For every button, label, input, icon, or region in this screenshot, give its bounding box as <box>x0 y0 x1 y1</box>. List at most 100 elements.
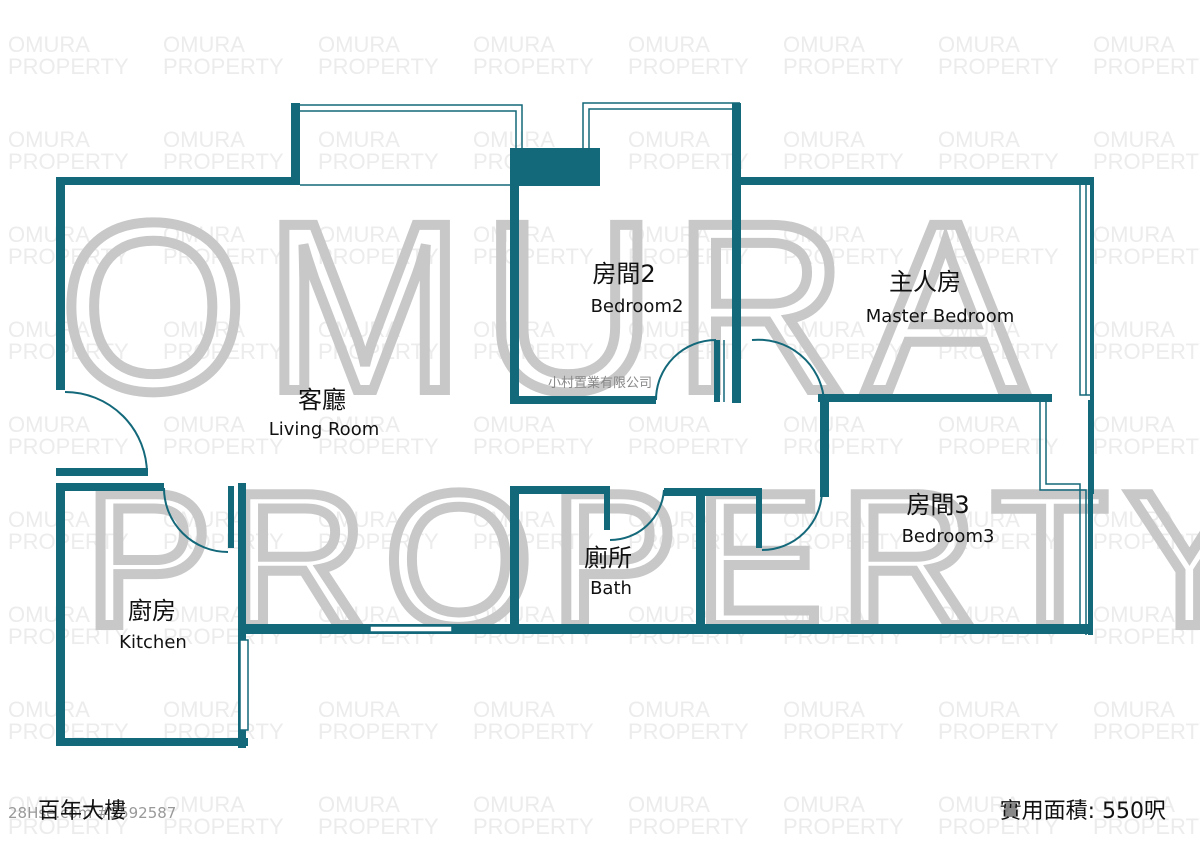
watermark-tile-line1: OMURA <box>938 602 1020 627</box>
watermark-tile-line1: OMURA <box>473 697 555 722</box>
watermark-tile-line2: PROPERTY <box>628 54 749 79</box>
watermark-tile-line2: PROPERTY <box>473 719 594 744</box>
watermark-tile-line2: PROPERTY <box>318 814 439 839</box>
watermark-tile-line1: OMURA <box>628 32 710 57</box>
watermark-tile-line1: OMURA <box>783 792 865 817</box>
watermark-tile-line1: OMURA <box>163 317 245 342</box>
watermark-tile-line1: OMURA <box>8 32 90 57</box>
watermark-tile-line2: PROPERTY <box>8 434 129 459</box>
watermark-tile-line1: OMURA <box>1093 32 1175 57</box>
watermark-tile-line1: OMURA <box>8 317 90 342</box>
watermark-tile-line1: OMURA <box>628 792 710 817</box>
watermark-tile-line2: PROPERTY <box>938 434 1059 459</box>
watermark-tile-line2: PROPERTY <box>938 529 1059 554</box>
watermark-tile-line2: PROPERTY <box>8 244 129 269</box>
watermark-tile-line1: OMURA <box>1093 222 1175 247</box>
watermark-tile-line2: PROPERTY <box>938 719 1059 744</box>
watermark-tile-line2: PROPERTY <box>1093 814 1200 839</box>
big-watermark-line2: PROPERTY <box>85 454 1200 666</box>
watermark-tile-line2: PROPERTY <box>1093 339 1200 364</box>
watermark-tile-line1: OMURA <box>8 127 90 152</box>
watermark-tile-line1: OMURA <box>8 792 90 817</box>
watermark-tile-line1: OMURA <box>783 222 865 247</box>
watermark-tile-line1: OMURA <box>938 32 1020 57</box>
bath-label-zh: 廁所 <box>584 544 632 572</box>
watermark-tile-line1: OMURA <box>783 32 865 57</box>
watermark-tile-line2: PROPERTY <box>938 339 1059 364</box>
watermark-grid: OMURAPROPERTYOMURAPROPERTYOMURAPROPERTYO… <box>8 32 1200 839</box>
watermark-tile-line2: PROPERTY <box>163 244 284 269</box>
master-bedroom-label-en: Master Bedroom <box>866 306 1015 327</box>
watermark-tile-line2: PROPERTY <box>1093 624 1200 649</box>
watermark-tile-line2: PROPERTY <box>783 339 904 364</box>
watermark-tile-line1: OMURA <box>938 697 1020 722</box>
living-room-label-en: Living Room <box>269 419 380 440</box>
watermark-tile-line2: PROPERTY <box>318 719 439 744</box>
watermark-tile-line1: OMURA <box>163 792 245 817</box>
watermark-tile-line2: PROPERTY <box>1093 719 1200 744</box>
room-labels: 客廳 Living Room 房間2 Bedroom2 主人房 Master B… <box>119 260 1014 653</box>
building-name: 百年大樓 <box>38 799 127 824</box>
watermark-tile-line1: OMURA <box>938 222 1020 247</box>
living-room-label-zh: 客廳 <box>298 386 346 414</box>
watermark-tile-line2: PROPERTY <box>163 339 284 364</box>
watermark-tile-line2: PROPERTY <box>938 814 1059 839</box>
watermark-tile-line1: OMURA <box>1093 507 1175 532</box>
bedroom2-label-en: Bedroom2 <box>591 296 684 317</box>
watermark-tile-line2: PROPERTY <box>318 54 439 79</box>
watermark-tile-line2: PROPERTY <box>473 54 594 79</box>
watermark-tile-line2: PROPERTY <box>8 339 129 364</box>
watermark-tile-line2: PROPERTY <box>1093 149 1200 174</box>
watermark-tile-line1: OMURA <box>783 602 865 627</box>
watermark-tile-line2: PROPERTY <box>318 434 439 459</box>
watermark-tile-line1: OMURA <box>318 222 400 247</box>
watermark-tile-line2: PROPERTY <box>1093 54 1200 79</box>
watermark-tile-line2: PROPERTY <box>938 54 1059 79</box>
watermark-tile-line1: OMURA <box>8 507 90 532</box>
watermark-tile-line1: OMURA <box>628 222 710 247</box>
watermark-tile-line2: PROPERTY <box>318 529 439 554</box>
watermark-tile-line1: OMURA <box>8 412 90 437</box>
watermark-tile-line2: PROPERTY <box>628 529 749 554</box>
listing-reference: 28Hse.com #3592587 <box>8 804 177 822</box>
watermark-tile-line1: OMURA <box>628 317 710 342</box>
watermark-tile-line2: PROPERTY <box>628 339 749 364</box>
watermark-tile-line1: OMURA <box>628 697 710 722</box>
watermark-tile-line1: OMURA <box>1093 697 1175 722</box>
watermark-tile-line1: OMURA <box>318 697 400 722</box>
watermark-tile-line1: OMURA <box>1093 602 1175 627</box>
watermark-tile-line1: OMURA <box>163 697 245 722</box>
watermark-tile-line2: PROPERTY <box>938 244 1059 269</box>
watermark-tile-line2: PROPERTY <box>473 434 594 459</box>
doors <box>64 338 825 553</box>
watermark-tile-line2: PROPERTY <box>628 814 749 839</box>
watermark-tile-line1: OMURA <box>783 127 865 152</box>
watermark-tile-line2: PROPERTY <box>1093 529 1200 554</box>
bath-label-en: Bath <box>590 578 632 599</box>
watermark-tile-line1: OMURA <box>163 412 245 437</box>
watermark-tile-line2: PROPERTY <box>1093 434 1200 459</box>
watermark-tile-line1: OMURA <box>318 507 400 532</box>
watermark-tile-line1: OMURA <box>1093 127 1175 152</box>
watermark-tile-line1: OMURA <box>8 222 90 247</box>
watermark-tile-line1: OMURA <box>318 32 400 57</box>
watermark-tile-line1: OMURA <box>163 32 245 57</box>
watermark-tile-line2: PROPERTY <box>8 54 129 79</box>
watermark-tile-line1: OMURA <box>318 792 400 817</box>
watermark-tile-line2: PROPERTY <box>473 339 594 364</box>
watermark-tile-line2: PROPERTY <box>318 339 439 364</box>
watermark-tile-line1: OMURA <box>938 317 1020 342</box>
watermark-tile-line1: OMURA <box>318 317 400 342</box>
kitchen-label-en: Kitchen <box>119 632 187 653</box>
watermark-tile-line2: PROPERTY <box>938 149 1059 174</box>
watermark-tile-line1: OMURA <box>318 127 400 152</box>
watermark-tile-line2: PROPERTY <box>163 434 284 459</box>
saleable-area: 實用面積: 550呎 <box>999 799 1166 824</box>
watermark-tile-line1: OMURA <box>318 412 400 437</box>
walls <box>56 102 1094 748</box>
watermark-tile-line1: OMURA <box>628 127 710 152</box>
watermark-tile-line1: OMURA <box>783 507 865 532</box>
bedroom2-label-zh: 房間2 <box>592 260 655 288</box>
